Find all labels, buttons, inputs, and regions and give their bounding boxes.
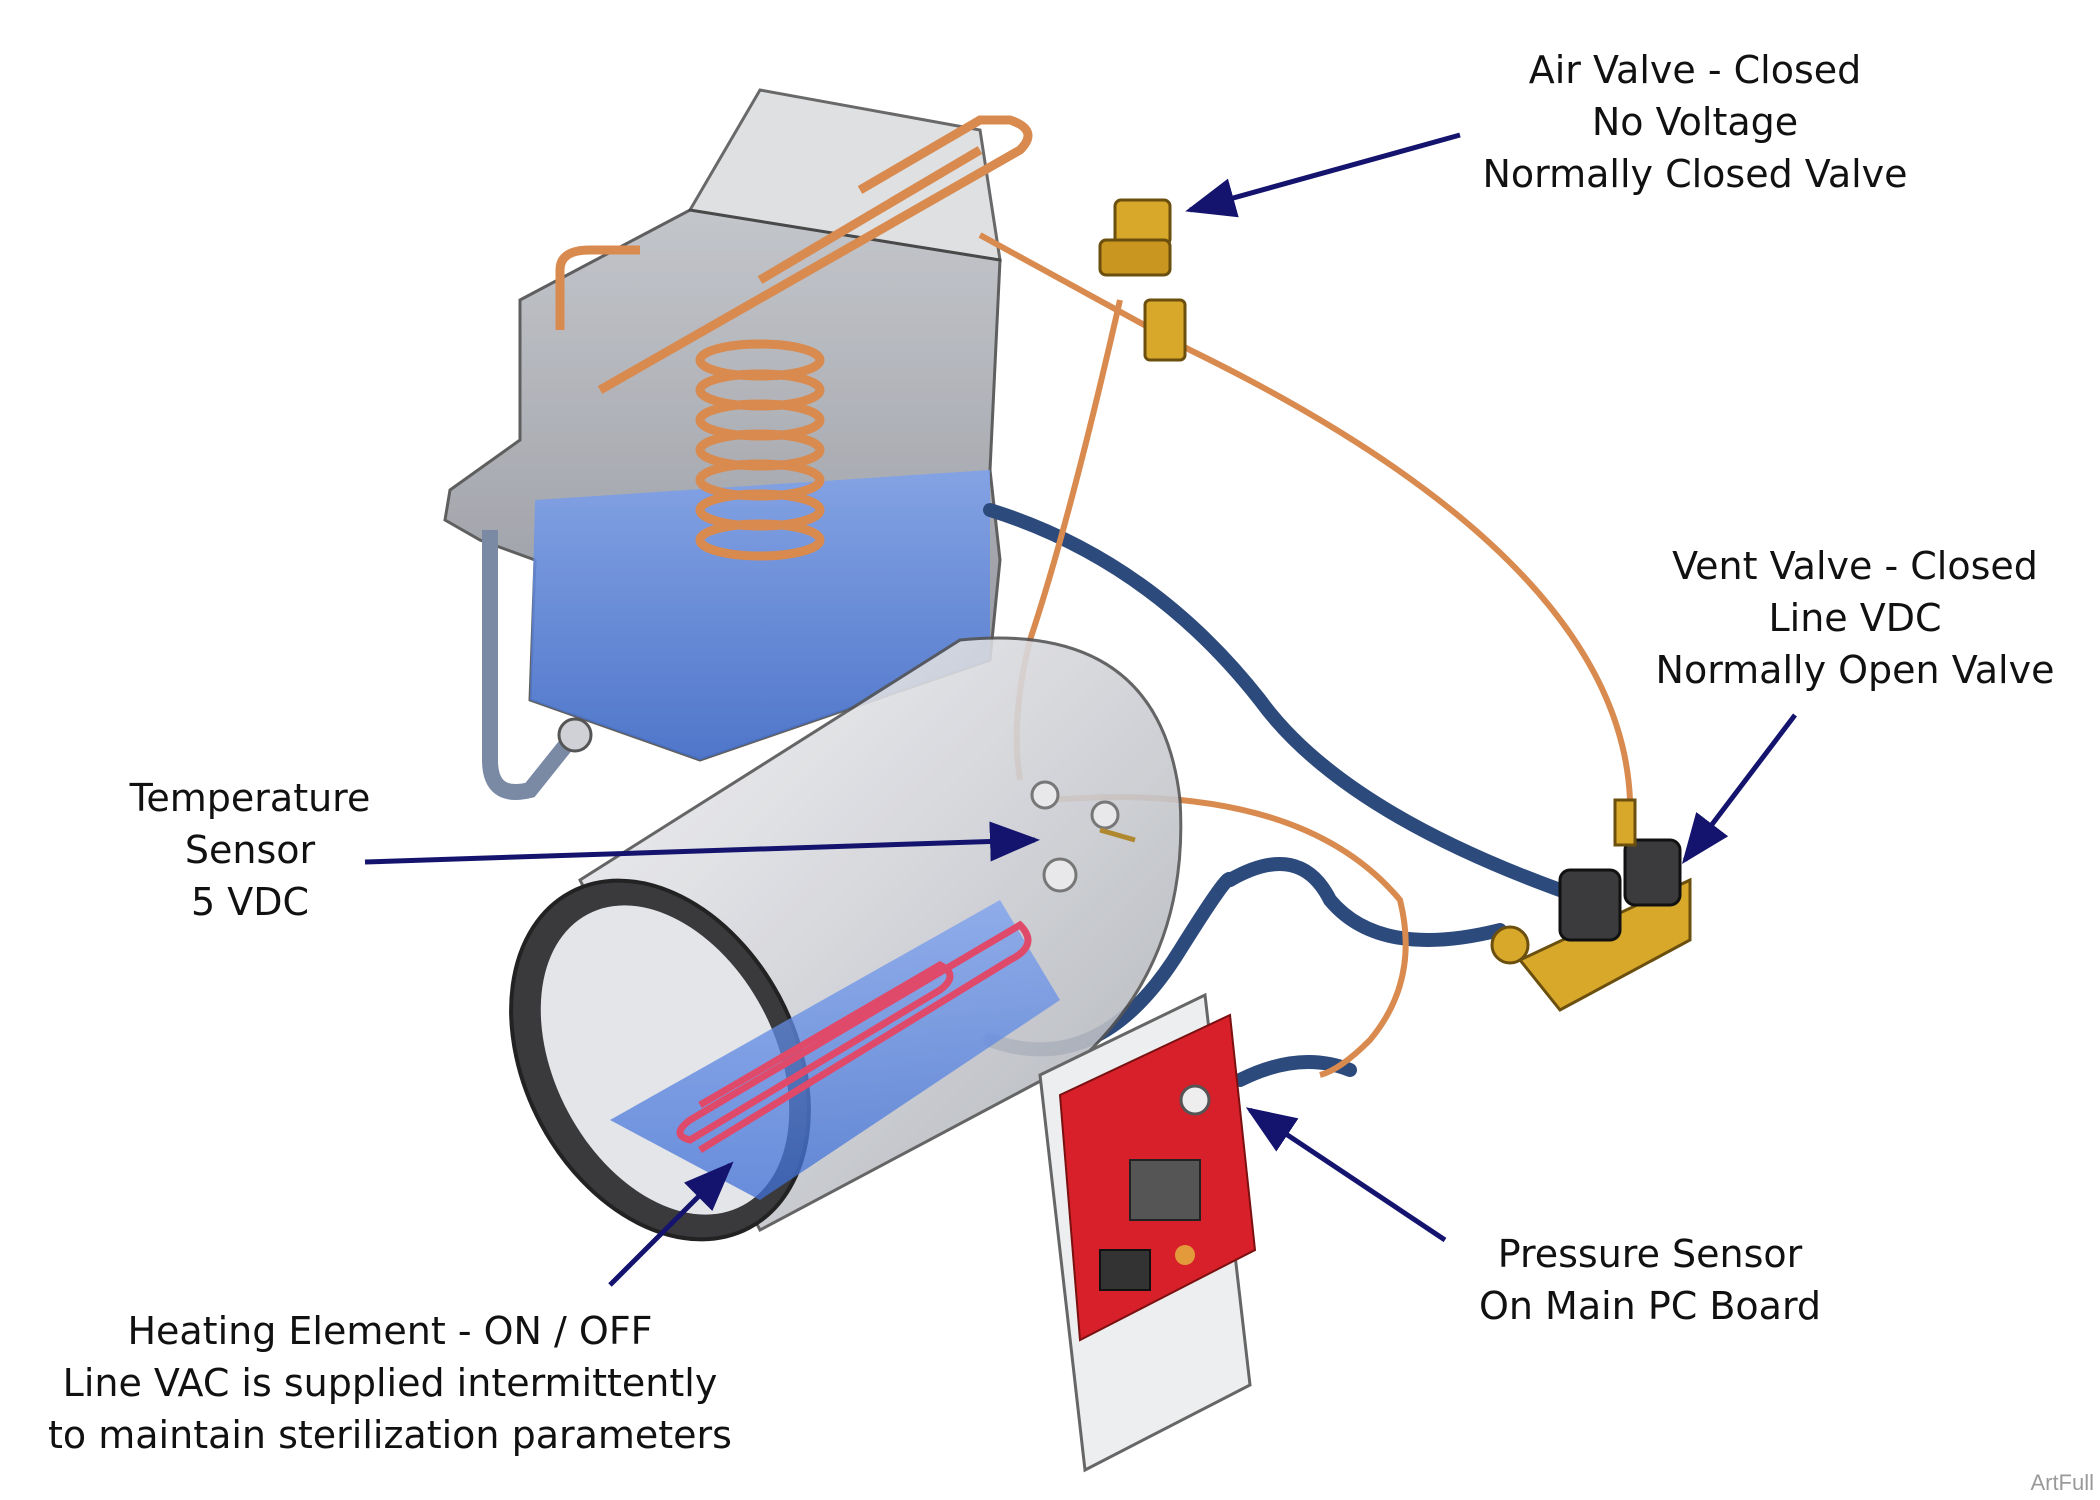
watermark: ArtFull (2030, 1470, 2094, 1495)
temperature-sensor-label: Temperature Sensor 5 VDC (100, 772, 400, 928)
reservoir (443, 88, 1033, 800)
heating-element-label-line2: Line VAC is supplied intermittently (62, 1361, 718, 1405)
vent-tube (978, 232, 1633, 801)
temperature-sensor (1030, 780, 1136, 893)
temperature-sensor-label-line3: 5 VDC (190, 880, 310, 924)
vent-valve (1490, 798, 1692, 1012)
chamber (509, 636, 1183, 1242)
air-valve-label-line3: Normally Closed Valve (1482, 152, 1908, 196)
air-valve-label: Air Valve - Closed No Voltage Normally C… (1450, 44, 1940, 200)
reservoir-hose (983, 503, 1567, 897)
drain-fitting (557, 717, 593, 753)
heating-element-label-line3: to maintain sterilization parameters (48, 1413, 732, 1457)
temperature-sensor-label-line1: Temperature (129, 776, 371, 820)
air-valve (1098, 198, 1187, 362)
reservoir-drain-pipe (482, 530, 577, 800)
heating-element-label: Heating Element - ON / OFF Line VAC is s… (20, 1305, 760, 1461)
heating-element-label-line1: Heating Element - ON / OFF (127, 1309, 653, 1353)
heating-element-arrow (608, 1161, 734, 1287)
reservoir-water (530, 470, 990, 760)
pressure-tube (1049, 794, 1409, 1078)
air-valve-label-line1: Air Valve - Closed (1528, 48, 1862, 92)
vent-valve-label: Vent Valve - Closed Line VDC Normally Op… (1620, 540, 2090, 696)
pressure-sensor (1179, 1084, 1211, 1116)
temperature-sensor-label-line2: Sensor (184, 828, 316, 872)
condenser-coil (555, 115, 1033, 561)
transformer (1129, 1159, 1201, 1221)
vent-valve-arrow (1681, 713, 1797, 864)
pressure-sensor-arrow (1245, 1107, 1447, 1243)
pressure-sensor-label-line1: Pressure Sensor (1497, 1232, 1803, 1276)
air-valve-label-line2: No Voltage (1591, 100, 1799, 144)
chamber-hose (1223, 857, 1507, 947)
reservoir-lid (687, 88, 1002, 262)
vent-valve-label-line1: Vent Valve - Closed (1672, 544, 2038, 588)
temperature-sensor-arrow (364, 821, 1040, 865)
callout-arrows (364, 132, 1797, 1287)
pressure-sensor-label: Pressure Sensor On Main PC Board (1440, 1228, 1860, 1332)
air-valve-arrow (1185, 132, 1461, 218)
main-pc-board (1038, 992, 1257, 1473)
vent-valve-label-line2: Line VDC (1768, 596, 1942, 640)
vent-valve-label-line3: Normally Open Valve (1655, 648, 2055, 692)
pressure-sensor-label-line2: On Main PC Board (1478, 1284, 1822, 1328)
heating-element (676, 920, 1032, 1153)
